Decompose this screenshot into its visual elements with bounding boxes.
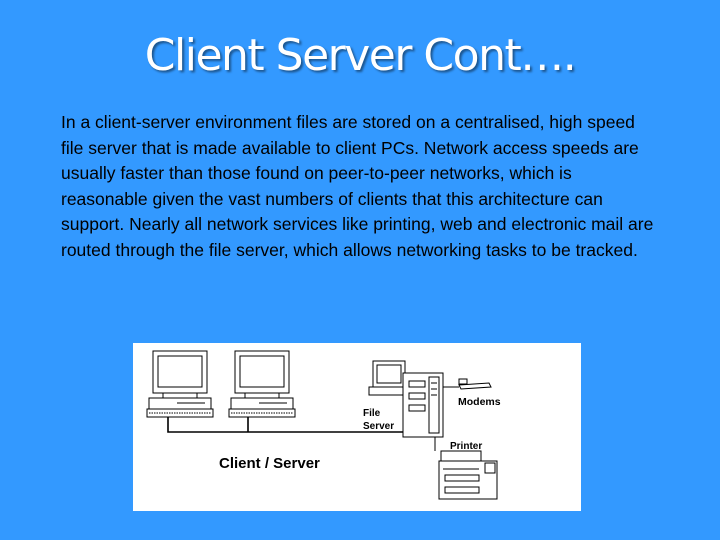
modems-label: Modems <box>458 396 501 408</box>
client-pc-icon <box>228 350 296 418</box>
client-pc-icon <box>146 350 214 418</box>
slide-title: Client Server Cont…. <box>144 30 577 81</box>
printer-icon <box>438 450 498 500</box>
printer-label: Printer <box>450 441 482 452</box>
network-cable <box>167 415 411 433</box>
diagram-caption: Client / Server <box>219 455 320 472</box>
slide-body-text: In a client-server environment files are… <box>61 112 654 260</box>
file-server-label: Server <box>363 421 394 432</box>
file-server-label: File <box>363 408 381 419</box>
client-server-diagram: Modems File Server Printer Client / Serv… <box>133 343 581 511</box>
file-server-icon <box>368 360 444 438</box>
modem-icon <box>458 378 492 390</box>
